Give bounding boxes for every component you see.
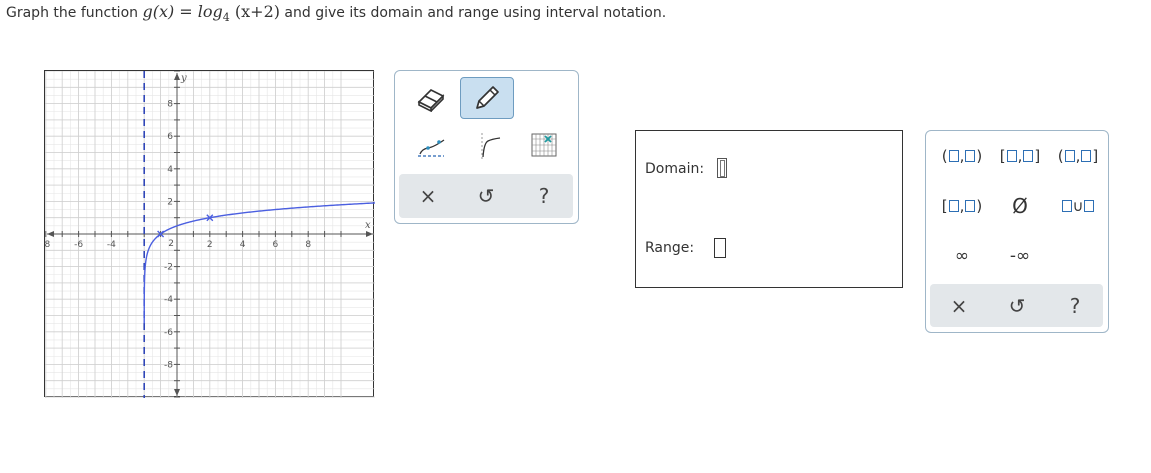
y-tick-label: -8 (164, 360, 173, 370)
log-curve-icon (418, 139, 445, 157)
union-icon: ∪ (1072, 197, 1084, 215)
graph-toolbox: × ↺ ? (394, 70, 579, 224)
log-curve-reflected-tool-button[interactable] (471, 128, 507, 164)
log-curve-reflected-icon (481, 133, 501, 159)
negative-infinity-button[interactable]: -∞ (994, 245, 1046, 267)
grid-icon (531, 133, 557, 157)
open-closed-interval-button[interactable]: (,] (1057, 147, 1099, 165)
log-base: 4 (222, 11, 230, 25)
interval-notation-palette: (,) [,] (,] [,) Ø ∪ ∞ -∞ × ↺ ? (925, 130, 1109, 333)
function-curve[interactable] (143, 202, 375, 324)
undo-graph-button[interactable]: ↺ (457, 174, 515, 218)
undo-answer-button[interactable]: ↺ (988, 284, 1046, 328)
x-axis-arrow-left (47, 231, 54, 237)
infinity-button[interactable]: ∞ (936, 245, 988, 267)
y-tick-label: 2 (167, 197, 173, 207)
plotted-point[interactable] (157, 230, 165, 238)
origin-label: 2 (168, 239, 174, 249)
help-icon: ? (538, 184, 550, 208)
undo-icon: ↺ (477, 184, 495, 208)
x-tick-label: 2 (207, 240, 213, 250)
x-tick-label: -8 (45, 240, 51, 250)
x-tick-label: -6 (74, 240, 83, 250)
palette-action-bar: × ↺ ? (930, 284, 1103, 327)
open-open-interval-button[interactable]: (,) (941, 147, 983, 165)
log-argument: (x+2) (234, 2, 280, 21)
negative-infinity-icon: -∞ (1009, 246, 1031, 266)
close-icon: × (950, 294, 968, 318)
help-graph-button[interactable]: ? (515, 174, 573, 218)
undo-icon: ↺ (1008, 294, 1026, 318)
help-answer-button[interactable]: ? (1046, 284, 1104, 328)
y-axis-arrow-bottom (174, 389, 180, 396)
union-button[interactable]: ∪ (1052, 195, 1104, 217)
pencil-tool-button[interactable] (460, 77, 514, 119)
coordinate-plane[interactable]: -8 -6 -4 2 4 6 8 8 6 4 2 -2 -4 -6 -8 2 x y (45, 71, 375, 398)
x-axis-label: x (365, 220, 371, 231)
y-axis-arrow-top (174, 73, 180, 80)
problem-prompt: Graph the function g(x) = log4 (x+2) and… (6, 2, 666, 24)
x-axis-arrow-right (366, 231, 373, 237)
infinity-icon: ∞ (954, 246, 970, 266)
y-tick-label: 6 (167, 132, 173, 142)
closed-closed-interval-button[interactable]: [,] (999, 147, 1041, 165)
prompt-text-after: and give its domain and range using inte… (279, 5, 667, 21)
y-tick-label: 4 (167, 165, 173, 175)
function-expression: g(x) = log4 (x+2) (142, 2, 280, 25)
x-tick-label: 8 (305, 240, 311, 250)
empty-set-icon: Ø (1012, 194, 1028, 218)
range-label: Range: (645, 240, 695, 256)
clear-graph-button[interactable]: × (399, 174, 457, 218)
y-axis-label: y (180, 73, 187, 84)
function-name: g(x) = log (142, 2, 223, 21)
domain-input[interactable] (717, 158, 727, 178)
domain-label: Domain: (645, 161, 705, 177)
toolbox-action-bar: × ↺ ? (399, 174, 573, 218)
grid-tool-button[interactable] (531, 133, 557, 157)
help-icon: ? (1069, 294, 1081, 318)
clear-answer-button[interactable]: × (930, 284, 988, 328)
pencil-icon (476, 86, 499, 109)
empty-set-button[interactable]: Ø (994, 194, 1046, 218)
x-tick-label: 4 (240, 240, 246, 250)
eraser-icon (417, 89, 445, 112)
prompt-text-before: Graph the function (6, 5, 143, 21)
y-tick-label: 8 (167, 100, 173, 110)
y-tick-label: -4 (164, 295, 173, 305)
range-input[interactable] (714, 238, 726, 258)
y-tick-label: -6 (164, 328, 173, 338)
close-icon: × (419, 184, 437, 208)
x-tick-label: -4 (107, 240, 116, 250)
x-tick-label: 6 (273, 240, 279, 250)
answer-box: Domain: Range: (635, 130, 903, 288)
log-curve-tool-button[interactable] (411, 128, 451, 164)
closed-open-interval-button[interactable]: [,) (941, 197, 983, 215)
y-tick-label: -2 (164, 263, 173, 273)
graph-canvas[interactable]: -8 -6 -4 2 4 6 8 8 6 4 2 -2 -4 -6 -8 2 x y (44, 70, 375, 398)
eraser-tool-button[interactable] (411, 79, 451, 119)
plotted-point[interactable] (206, 214, 214, 222)
